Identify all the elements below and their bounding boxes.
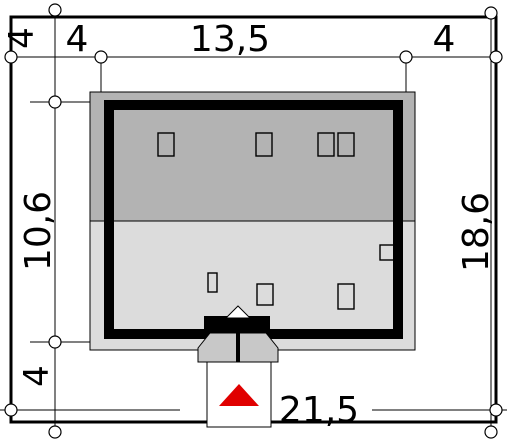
house: [89, 91, 416, 428]
top-margin-label: 4: [66, 19, 89, 60]
house-depth-label: 10,6: [18, 191, 59, 271]
roof-back: [89, 91, 416, 222]
front-margin-label: 4: [17, 365, 57, 387]
entrance-porch: [197, 305, 279, 428]
dimension-lines: [0, 10, 507, 432]
entrance-arrow-icon: [219, 384, 259, 406]
roof-windows: [157, 132, 395, 310]
left-margin-label: 4: [2, 27, 42, 49]
house-width-label: 13,5: [190, 19, 270, 60]
right-margin-label: 4: [433, 19, 456, 60]
plot-depth-label: 18,6: [456, 192, 497, 272]
plot-width-label: 21,5: [279, 390, 359, 431]
dimension-markers: [4, 3, 503, 439]
